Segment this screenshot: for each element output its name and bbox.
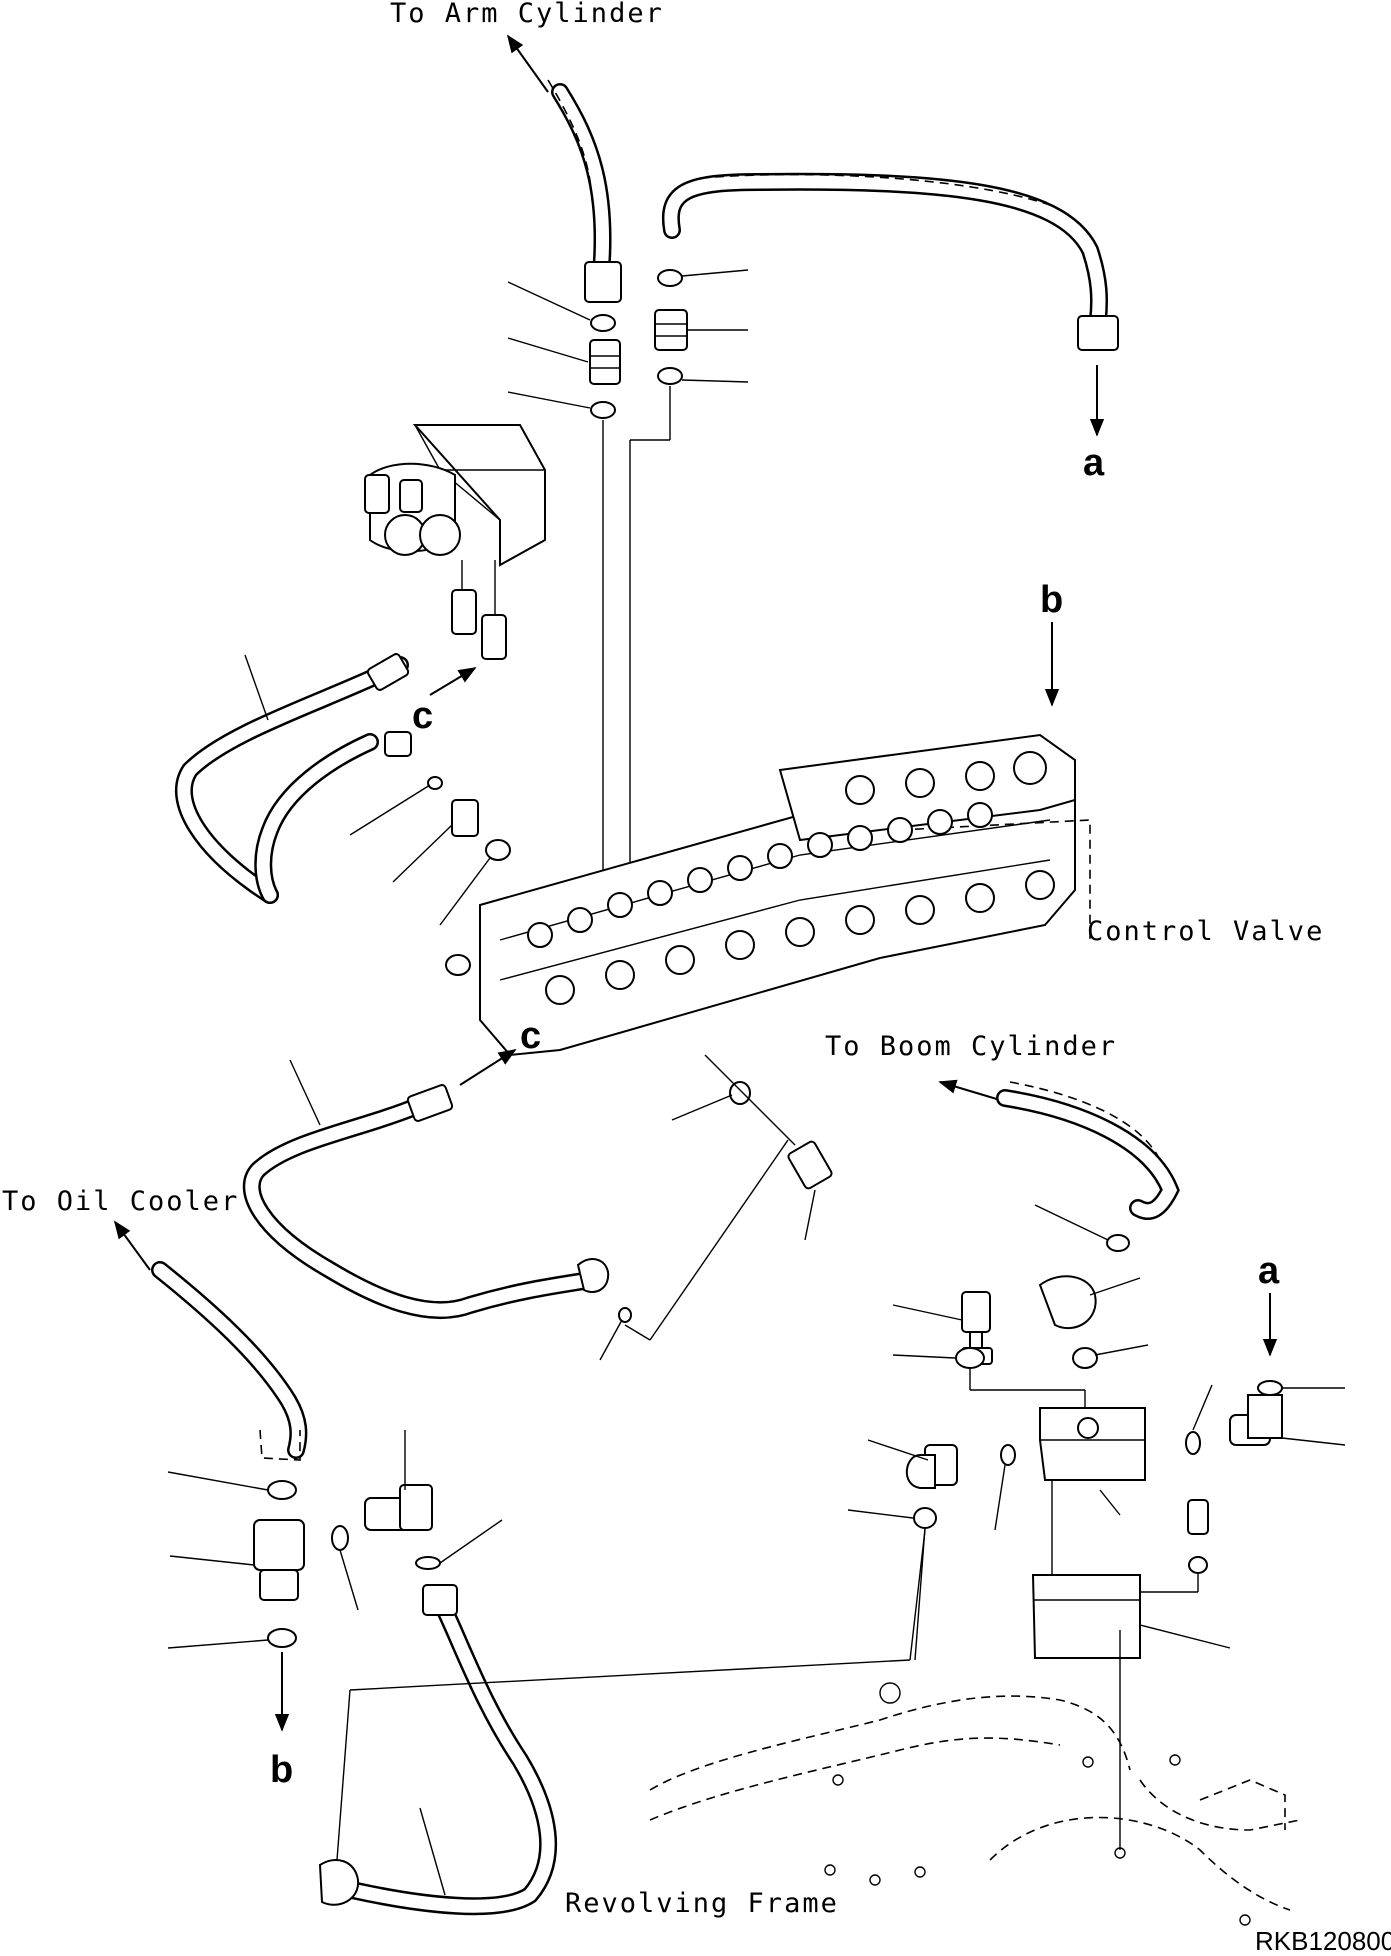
control-valve-assembly <box>445 733 1091 1057</box>
connection-key-b-top: b <box>1040 579 1063 621</box>
connection-key-a-top: a <box>1083 442 1105 484</box>
arm-cylinder-label: To Arm Cylinder <box>390 0 664 29</box>
connection-key-a-right: a <box>1258 1250 1280 1292</box>
lower-pilot-hose <box>242 1059 632 1361</box>
boom-cylinder-label: To Boom Cylinder <box>825 1031 1117 1062</box>
connector-block-assembly <box>847 1275 1346 1850</box>
drawing-code: RKB120800 <box>1255 1926 1391 1956</box>
connection-key-c-lower: c <box>520 1015 541 1057</box>
return-elbow-fittings <box>331 1430 503 1611</box>
connection-key-b-bottom: b <box>270 1749 293 1791</box>
valve-outlet-fittings <box>624 1054 833 1341</box>
solenoid-hoses <box>174 653 412 904</box>
arm-cylinder-arrow <box>506 34 549 93</box>
boom-hose-fittings <box>629 269 749 900</box>
oil-cooler-arrow <box>113 1220 151 1271</box>
valve-inlet-fittings <box>349 776 511 926</box>
boom-cylinder-hose <box>996 1081 1180 1252</box>
arm-cylinder-hose <box>547 79 622 303</box>
boom-cylinder-arrow <box>938 1079 1001 1101</box>
solenoid-valve-block <box>364 424 546 660</box>
revolving-frame-hose <box>318 1529 926 1916</box>
boom-return-hose <box>661 172 1119 351</box>
c-lower-arrow <box>459 1049 517 1086</box>
oil-cooler-hose <box>151 1261 308 1649</box>
arm-cylinder-fittings <box>507 281 621 900</box>
control-valve-label: Control Valve <box>1087 916 1324 947</box>
connection-key-c-upper: c <box>412 695 433 737</box>
revolving-frame-outline <box>649 1682 1301 1926</box>
oil-cooler-label: To Oil Cooler <box>2 1186 239 1217</box>
c-upper-arrow <box>429 667 477 696</box>
revolving-frame-label: Revolving Frame <box>565 1888 839 1919</box>
